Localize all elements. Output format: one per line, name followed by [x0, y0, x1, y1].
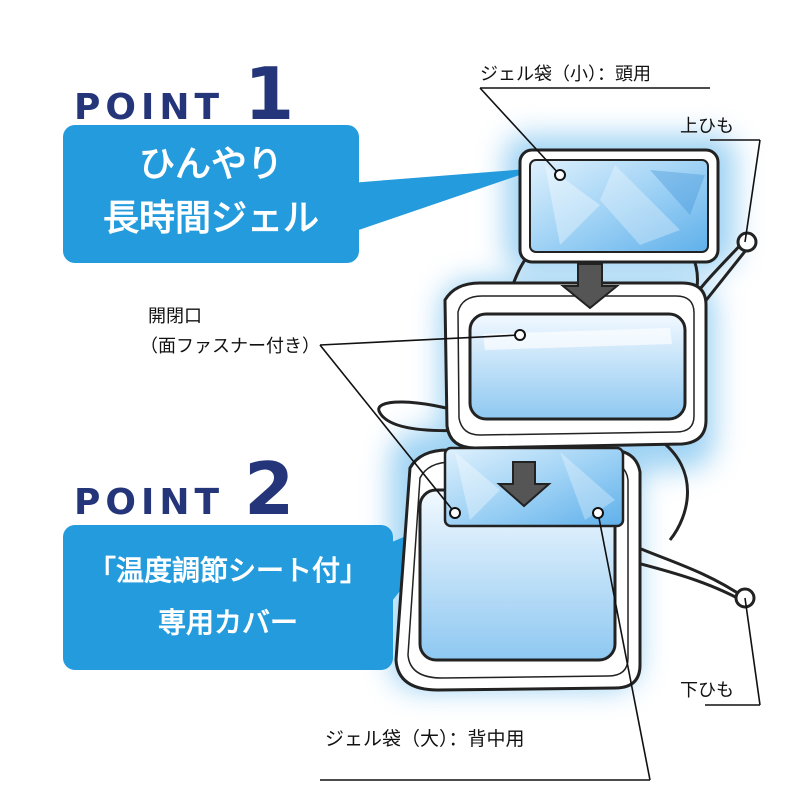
label-gel-small: ジェル袋（小）：頭用 — [480, 64, 651, 85]
gel-pack-small — [518, 148, 720, 264]
callout-bubble-1 — [63, 125, 540, 263]
point-word: POINT — [74, 87, 225, 128]
point-2-heading: POINT 2 — [74, 447, 294, 531]
label-gel-large: ジェル袋（大）：背中用 — [325, 728, 525, 750]
label-opening-line-2: （面ファスナー付き） — [140, 336, 320, 357]
insert-arrow-lower — [496, 461, 552, 508]
point-number: 2 — [244, 447, 295, 531]
callout-text-1: ひんやり 長時間ジェル — [63, 138, 359, 246]
callout-2-line-1: 「温度調節シート付」 — [87, 554, 368, 587]
label-bottom-strap: 下ひも — [680, 680, 734, 701]
point-number: 1 — [244, 52, 295, 136]
leader-lines — [319, 87, 761, 781]
point-1-heading: POINT 1 — [74, 52, 294, 136]
callout-1-line-2: 長時間ジェル — [102, 198, 319, 239]
point-word: POINT — [74, 482, 225, 523]
leader-dots — [449, 169, 604, 519]
label-opening-line-1: 開閉口 — [148, 306, 202, 327]
insert-arrow-upper — [560, 263, 620, 310]
label-opening: 開閉口 （面ファスナー付き） — [140, 302, 320, 362]
callout-2-line-2: 専用カバー — [157, 606, 298, 639]
label-top-strap: 上ひも — [680, 116, 734, 137]
callout-text-2: 「温度調節シート付」 専用カバー — [63, 545, 393, 649]
callout-1-line-1: ひんやり — [138, 144, 283, 185]
upper-cover — [443, 281, 708, 450]
